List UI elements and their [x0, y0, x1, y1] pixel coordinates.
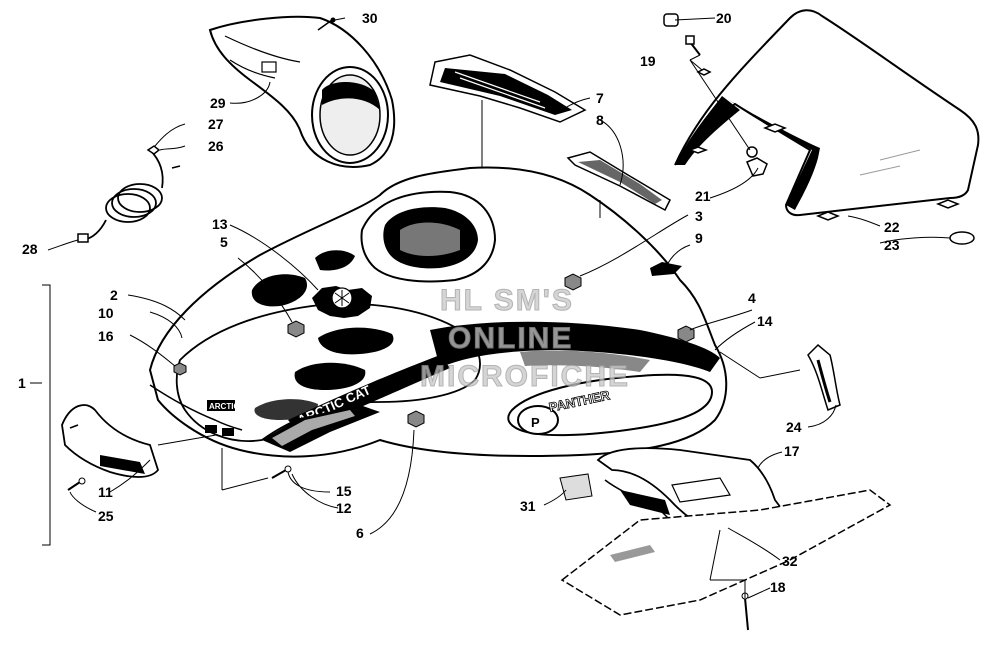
callout-6: 6 — [356, 525, 364, 541]
callout-8: 8 — [596, 112, 604, 128]
callout-20: 20 — [716, 10, 732, 26]
callout-22: 22 — [884, 219, 900, 235]
callout-21: 21 — [695, 188, 711, 204]
callout-30: 30 — [362, 10, 378, 26]
dash-console — [208, 15, 396, 168]
svg-text:P: P — [531, 415, 540, 430]
callout-numbers: 1 2 3 4 5 6 7 8 9 10 11 12 13 14 15 16 1… — [18, 10, 900, 595]
callout-13: 13 — [212, 216, 228, 232]
callout-16: 16 — [98, 328, 114, 344]
callout-32: 32 — [782, 553, 798, 569]
callout-5: 5 — [220, 234, 228, 250]
tether-cord — [77, 145, 181, 243]
callout-1: 1 — [18, 375, 26, 391]
decal-9 — [650, 262, 682, 276]
callout-14: 14 — [757, 313, 773, 329]
decal-31 — [559, 473, 593, 501]
nose-badge-text: ARCTIC — [209, 402, 239, 411]
windshield — [674, 9, 980, 221]
strap-24 — [807, 343, 841, 412]
decal-7 — [429, 54, 587, 123]
watermark-line-3: MICROFICHE — [420, 360, 630, 393]
callout-25: 25 — [98, 508, 114, 524]
callout-11: 11 — [98, 484, 113, 500]
watermark: HL SM'S ONLINE MICROFICHE — [420, 284, 630, 394]
callout-31: 31 — [520, 498, 536, 514]
callout-10: 10 — [98, 305, 114, 321]
base-plate — [560, 489, 892, 631]
callout-19: 19 — [640, 53, 656, 69]
callout-28: 28 — [22, 241, 38, 257]
windshield-hardware — [663, 13, 975, 245]
hood-emblem — [312, 286, 372, 318]
callout-26: 26 — [208, 138, 224, 154]
watermark-line-1: HL SM'S — [440, 284, 574, 317]
callout-18: 18 — [770, 579, 786, 595]
callout-2: 2 — [110, 287, 118, 303]
callout-23: 23 — [884, 237, 900, 253]
callout-15: 15 — [336, 483, 352, 499]
callout-29: 29 — [210, 95, 226, 111]
callout-24: 24 — [786, 419, 802, 435]
callout-4: 4 — [748, 290, 756, 306]
hood: P PANTHER ARCTIC CAT ARCTIC — [148, 166, 728, 458]
callout-9: 9 — [695, 230, 703, 246]
callout-27: 27 — [208, 116, 224, 132]
bumper-11 — [61, 404, 160, 478]
callout-7: 7 — [596, 90, 604, 106]
watermark-line-2: ONLINE — [448, 322, 573, 355]
decal-8 — [566, 151, 671, 212]
callout-3: 3 — [695, 208, 703, 224]
panther-decal: P PANTHER — [507, 373, 714, 437]
callout-12: 12 — [336, 500, 352, 516]
leader-lines — [30, 17, 951, 599]
callout-17: 17 — [784, 443, 800, 459]
